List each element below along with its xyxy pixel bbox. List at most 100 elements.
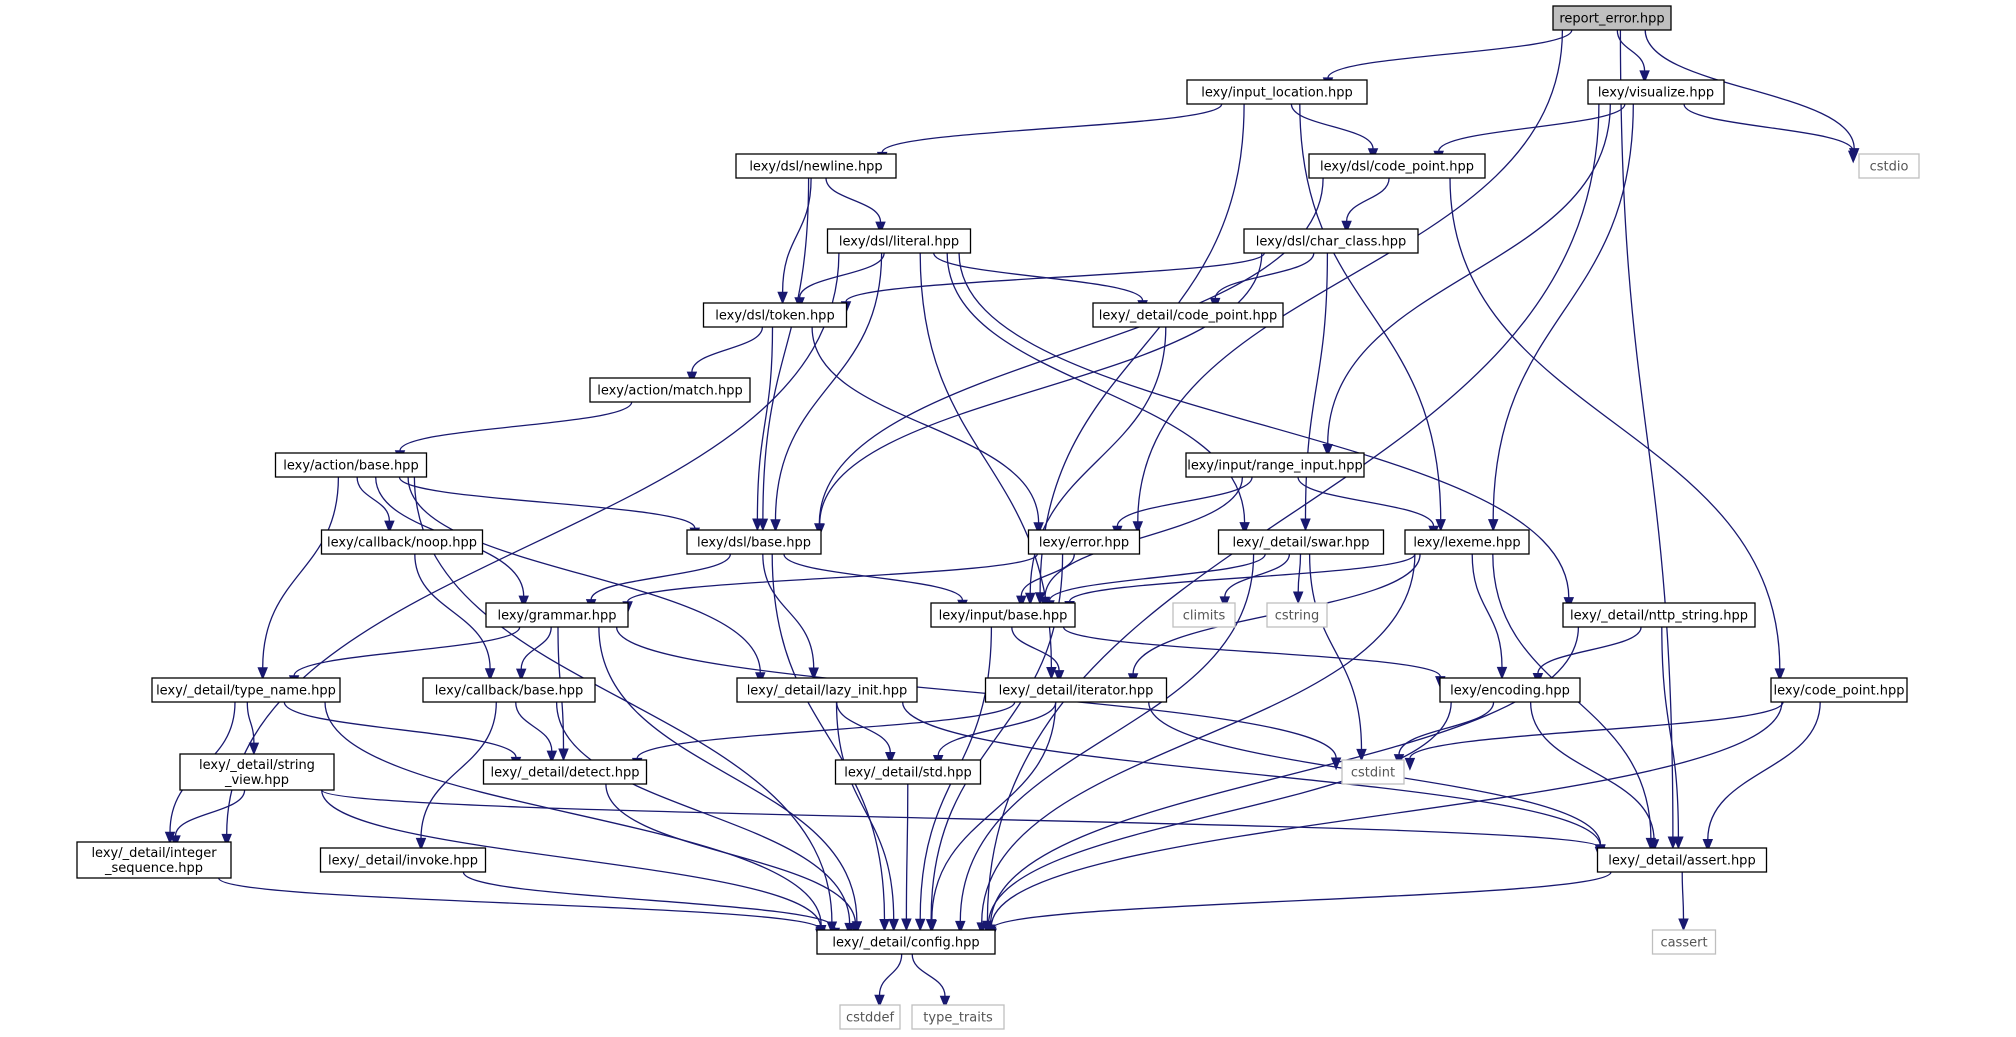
node-box xyxy=(485,602,629,628)
edge-line xyxy=(1681,871,1685,920)
dependency-edge xyxy=(762,553,819,681)
node-box xyxy=(1404,529,1530,555)
edge-line xyxy=(1661,626,1680,838)
dependency-edge xyxy=(1308,553,1367,762)
dependency-edge xyxy=(585,553,732,612)
node-grammar[interactable]: lexy/grammar.hpp xyxy=(485,602,629,628)
edge-line xyxy=(845,252,1265,303)
node-label: cstdio xyxy=(1870,160,1909,175)
edge-line xyxy=(691,326,764,373)
node-integer-sequence[interactable]: lexy/_detail/integer_sequence.hpp xyxy=(76,841,232,879)
node-box xyxy=(911,1004,1005,1030)
node-box xyxy=(1266,602,1328,628)
arrow-head-icon xyxy=(1648,839,1660,853)
node-range-input[interactable]: lexy/input/range_input.hpp xyxy=(1185,452,1365,478)
node-label: lexy/encoding.hpp xyxy=(1450,684,1570,699)
edge-line xyxy=(1644,29,1855,149)
node-dsl-token[interactable]: lexy/dsl/token.hpp xyxy=(702,302,848,328)
node-swar[interactable]: lexy/_detail/swar.hpp xyxy=(1217,529,1385,555)
node-lazy-init[interactable]: lexy/_detail/lazy_init.hpp xyxy=(736,677,918,703)
node-code-point[interactable]: lexy/code_point.hpp xyxy=(1770,677,1908,703)
arrow-head-icon xyxy=(1046,667,1057,680)
node-box xyxy=(735,153,897,179)
node-detail-code-point[interactable]: lexy/_detail/code_point.hpp xyxy=(1092,302,1284,328)
dependency-edge xyxy=(836,701,896,765)
node-cstring[interactable]: cstring xyxy=(1266,602,1328,628)
edge-line xyxy=(605,783,857,925)
node-dsl-code-point[interactable]: lexy/dsl/code_point.hpp xyxy=(1308,153,1486,179)
node-cstddef[interactable]: cstddef xyxy=(839,1004,901,1030)
node-dsl-char-class[interactable]: lexy/dsl/char_class.hpp xyxy=(1243,228,1419,254)
edge-line xyxy=(1409,701,1784,759)
node-cstdint[interactable]: cstdint xyxy=(1341,759,1405,785)
edge-line xyxy=(1537,626,1642,674)
dependency-edge xyxy=(686,326,764,385)
node-assert[interactable]: lexy/_detail/assert.hpp xyxy=(1596,847,1768,873)
arrow-head-icon xyxy=(875,221,886,235)
dependency-edge xyxy=(170,789,246,849)
node-label: _sequence.hpp xyxy=(104,861,203,876)
node-type-traits[interactable]: type_traits xyxy=(911,1004,1005,1030)
node-climits[interactable]: climits xyxy=(1172,602,1236,628)
node-encoding[interactable]: lexy/encoding.hpp xyxy=(1439,677,1581,703)
edge-line xyxy=(174,789,246,837)
node-label: lexy/code_point.hpp xyxy=(1773,684,1904,699)
edge-line xyxy=(911,953,946,997)
node-label: lexy/_detail/assert.hpp xyxy=(1608,854,1755,869)
node-label: lexy/lexeme.hpp xyxy=(1413,536,1520,551)
node-label: report_error.hpp xyxy=(1559,12,1664,27)
node-action-base[interactable]: lexy/action/base.hpp xyxy=(274,452,428,478)
node-std[interactable]: lexy/_detail/std.hpp xyxy=(834,759,982,785)
arrow-head-icon xyxy=(1404,757,1416,771)
node-lexeme[interactable]: lexy/lexeme.hpp xyxy=(1404,529,1530,555)
node-label: lexy/error.hpp xyxy=(1039,536,1129,551)
edge-line xyxy=(811,326,1040,523)
node-visualize[interactable]: lexy/visualize.hpp xyxy=(1587,79,1725,105)
arrow-head-icon xyxy=(1033,522,1044,536)
node-string-view[interactable]: lexy/_detail/string_view.hpp xyxy=(179,753,335,791)
node-iterator[interactable]: lexy/_detail/iterator.hpp xyxy=(984,677,1168,703)
dependency-edge xyxy=(814,252,1263,537)
dependency-edge xyxy=(986,871,1612,942)
node-report-error[interactable]: report_error.hpp xyxy=(1552,5,1672,31)
dependency-edge xyxy=(246,701,260,756)
arrow-head-icon xyxy=(1496,666,1508,680)
node-box xyxy=(984,677,1168,703)
node-label: lexy/_detail/type_name.hpp xyxy=(156,684,336,699)
node-type-name[interactable]: lexy/_detail/type_name.hpp xyxy=(151,677,341,703)
arrow-head-icon xyxy=(901,918,912,932)
edge-line xyxy=(1020,553,1075,597)
node-error[interactable]: lexy/error.hpp xyxy=(1027,529,1141,555)
edge-line xyxy=(1299,103,1442,520)
edge-line xyxy=(1116,476,1253,527)
node-dsl-literal[interactable]: lexy/dsl/literal.hpp xyxy=(826,228,972,254)
node-label: lexy/_detail/nttp_string.hpp xyxy=(1570,609,1748,624)
node-invoke[interactable]: lexy/_detail/invoke.hpp xyxy=(319,847,487,873)
dependency-edge xyxy=(1290,103,1379,162)
node-input-location[interactable]: lexy/input_location.hpp xyxy=(1186,79,1368,105)
node-cassert[interactable]: cassert xyxy=(1651,929,1717,955)
node-input-base[interactable]: lexy/input/base.hpp xyxy=(930,602,1076,628)
node-dsl-newline[interactable]: lexy/dsl/newline.hpp xyxy=(735,153,897,179)
edge-line xyxy=(1707,701,1821,840)
node-box xyxy=(589,377,751,403)
edge-line xyxy=(1438,103,1626,152)
node-cstdio[interactable]: cstdio xyxy=(1858,153,1920,179)
dependency-edge xyxy=(1393,701,1495,767)
node-action-match[interactable]: lexy/action/match.hpp xyxy=(589,377,751,403)
arrow-head-icon xyxy=(1322,444,1333,457)
edge-line xyxy=(515,701,553,752)
node-callback-noop[interactable]: lexy/callback/noop.hpp xyxy=(320,529,484,555)
node-config[interactable]: lexy/_detail/config.hpp xyxy=(816,929,996,955)
node-label: lexy/action/base.hpp xyxy=(283,459,418,474)
edge-line xyxy=(356,476,391,522)
dependency-edge xyxy=(394,401,633,464)
edge-line xyxy=(324,701,822,926)
node-callback-base[interactable]: lexy/callback/base.hpp xyxy=(422,677,596,703)
node-dsl-base[interactable]: lexy/dsl/base.hpp xyxy=(686,529,822,555)
node-nttp-string[interactable]: lexy/_detail/nttp_string.hpp xyxy=(1562,602,1756,628)
arrow-head-icon xyxy=(770,519,781,533)
arrow-head-icon xyxy=(1847,150,1859,164)
edge-line xyxy=(1308,553,1363,750)
node-detect[interactable]: lexy/_detail/detect.hpp xyxy=(482,759,648,785)
